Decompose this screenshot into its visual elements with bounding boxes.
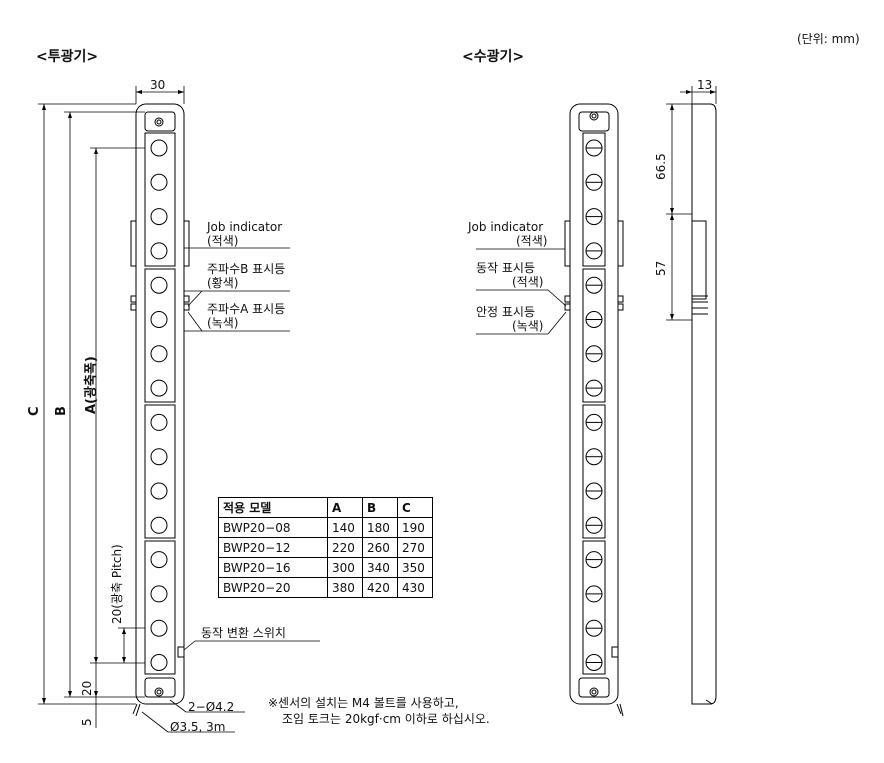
dim-thickness: 13 [697, 78, 713, 92]
emitter-body [130, 103, 190, 705]
freq-a-indicator-label: 주파수A 표시등 [207, 302, 286, 316]
table-header-cell: A [327, 497, 363, 518]
operation-indicator-color: (적색) [512, 275, 544, 289]
dimension-lines [38, 86, 717, 728]
receiver-title: <수광기> [462, 49, 525, 65]
lens [150, 482, 168, 500]
table-cell: 300 [327, 557, 363, 578]
table-row: BWP20−12 220 260 270 [218, 537, 433, 558]
receiver-lenses [585, 139, 603, 671]
lens [150, 173, 168, 191]
table-cell: 140 [327, 517, 363, 538]
dim-20: 20 [80, 680, 94, 696]
table-cell: 420 [362, 577, 398, 598]
operation-indicator-label: 동작 표시등 [476, 261, 536, 275]
unit-note: (단위: mm) [797, 32, 860, 46]
table-header-cell: B [362, 497, 398, 518]
dim-c: C [27, 406, 42, 416]
lens [150, 139, 168, 157]
emitter-job-indicator-label: Job indicator [207, 220, 283, 234]
dim-width: 30 [150, 78, 166, 92]
lens [150, 242, 168, 260]
lens [150, 413, 168, 431]
receiver-body [564, 103, 624, 705]
lens [150, 551, 168, 569]
leader-lines [141, 247, 567, 733]
table-cell: BWP20−20 [218, 577, 328, 598]
install-note-line1: ※센서의 설치는 M4 볼트를 사용하고, [268, 696, 459, 710]
lens [150, 516, 168, 534]
install-note-line2: 조임 토크는 20kgf·cm 이하로 하십시오. [282, 712, 490, 726]
dim-a: A(광축폭) [84, 356, 99, 414]
dim-66-5: 66.5 [654, 153, 668, 180]
freq-a-indicator-color: (녹색) [207, 316, 239, 330]
table-header-row: 적용 모델 A B C [218, 497, 433, 518]
freq-b-indicator-label: 주파수B 표시등 [207, 262, 286, 276]
table-cell: 430 [397, 577, 433, 598]
table-header-cell: C [397, 497, 433, 518]
table-row: BWP20−20 380 420 430 [218, 577, 433, 598]
lens [150, 345, 168, 363]
table-cell: 220 [327, 537, 363, 558]
lens [150, 379, 168, 397]
table-cell: BWP20−08 [218, 517, 328, 538]
table-cell: 340 [362, 557, 398, 578]
table-row: BWP20−16 300 340 350 [218, 557, 433, 578]
table-cell: 380 [327, 577, 363, 598]
lens [150, 654, 168, 671]
stable-indicator-label: 안정 표시등 [476, 305, 536, 319]
table-cell: BWP20−12 [218, 537, 328, 558]
lens [150, 208, 168, 226]
receiver-job-indicator-label: Job indicator [468, 220, 544, 234]
side-view [691, 103, 717, 705]
emitter-lenses [150, 139, 168, 671]
table-cell: 350 [397, 557, 433, 578]
dim-hole: 2−Ø4.2 [188, 700, 235, 714]
lens [150, 311, 168, 328]
table-cell: BWP20−16 [218, 557, 328, 578]
dimension-arrows [42, 90, 716, 704]
table-row: BWP20−08 140 180 190 [218, 517, 433, 538]
cable-ends [132, 703, 624, 717]
dim-b: B [54, 406, 69, 416]
lens [150, 585, 168, 603]
model-spec-table: 적용 모델 A B C BWP20−08 140 180 190 BWP20−1… [218, 497, 433, 598]
lens [150, 448, 168, 466]
emitter-title: <투광기> [36, 49, 99, 65]
receiver-job-indicator-color: (적색) [516, 234, 548, 248]
emitter-job-indicator-color: (적색) [207, 234, 239, 248]
stable-indicator-color: (녹색) [512, 319, 544, 333]
lens [150, 619, 168, 637]
table-header-cell: 적용 모델 [218, 497, 328, 518]
table-cell: 190 [397, 517, 433, 538]
dim-pitch: 20(광축 Pitch) [110, 544, 124, 624]
freq-b-indicator-color: (황색) [207, 276, 239, 290]
table-cell: 270 [397, 537, 433, 558]
lens [150, 276, 168, 294]
dim-57: 57 [654, 260, 668, 276]
dim-5: 5 [80, 718, 94, 726]
table-cell: 180 [362, 517, 398, 538]
table-cell: 260 [362, 537, 398, 558]
mode-switch-label: 동작 변환 스위치 [201, 626, 286, 640]
dim-cable: Ø3.5, 3m [170, 720, 226, 734]
